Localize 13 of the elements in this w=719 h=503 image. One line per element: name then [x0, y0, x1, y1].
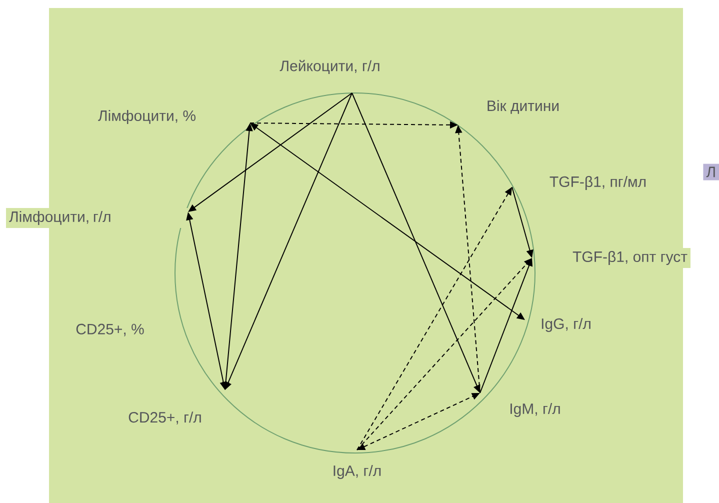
- node-label: IgM, г/л: [506, 400, 564, 420]
- node-label: TGF-β1, опт густ: [570, 248, 690, 268]
- node-label: Лейкоцити, г/л: [276, 56, 384, 78]
- node-label: CD25+, г/л: [125, 408, 205, 428]
- node-label: CD25+, %: [72, 320, 148, 340]
- node-label: Вік дитини: [483, 97, 563, 117]
- arrow: [356, 258, 532, 450]
- node-label: IgA, г/л: [329, 462, 385, 482]
- node-label: Лімфоцити, г/л: [6, 208, 188, 228]
- node-label: TGF-β1, пг/мл: [546, 173, 650, 193]
- node-label: Лімфоцити, %: [94, 107, 200, 127]
- node-label: IgG, г/л: [538, 315, 594, 335]
- cut-label: Л: [703, 164, 719, 180]
